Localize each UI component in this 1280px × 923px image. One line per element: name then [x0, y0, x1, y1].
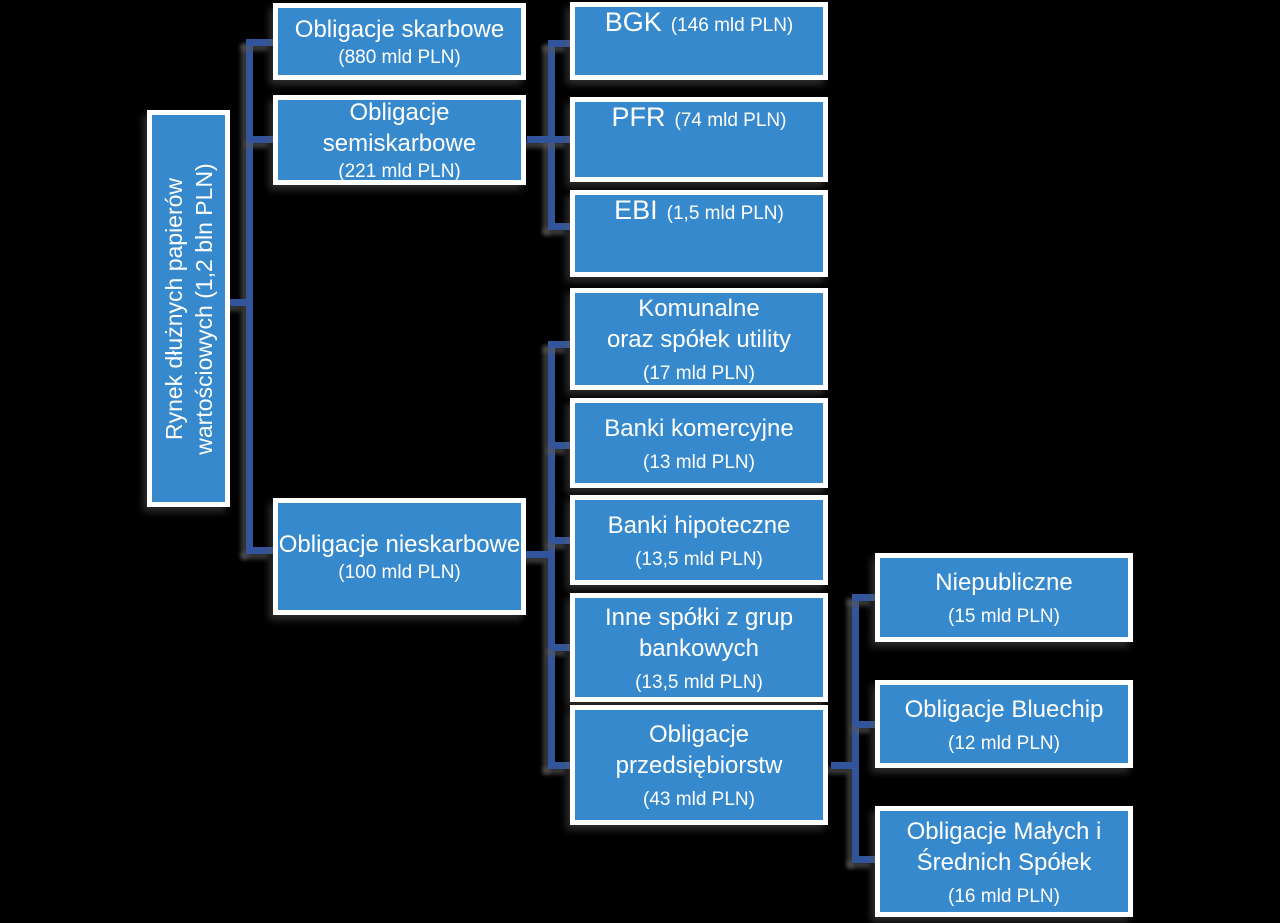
node-title: Inne spółki z grup bankowych [604, 603, 794, 662]
node-obligacje-semiskarbowe: Obligacje semiskarbowe (221 mld PLN) [273, 95, 526, 185]
node-title: Obligacje Bluechip [904, 695, 1104, 723]
node-value: (12 mld PLN) [948, 732, 1060, 754]
connector-trunk4-to-male-srednie [852, 856, 875, 863]
connector-przedsiebiorstwa-to-trunk4 [831, 762, 853, 769]
node-value: (16 mld PLN) [948, 885, 1060, 907]
node-value: (13 mld PLN) [643, 451, 755, 473]
node-title: EBI [614, 195, 658, 225]
node-title: Obligacje Małych i Średnich Spółek [906, 817, 1102, 876]
node-value: (13,5 mld PLN) [635, 671, 763, 693]
connector-trunk3-to-przedsiebiorstwa [548, 762, 570, 769]
connector-trunk4-vertical [852, 594, 859, 863]
connector-trunk3-to-inne-spolki [552, 644, 570, 651]
connector-trunk3-to-banki-hipoteczne [552, 537, 570, 544]
node-title: Obligacje semiskarbowe [322, 99, 477, 157]
node-value: (880 mld PLN) [338, 47, 461, 68]
node-title: PFR [611, 102, 666, 132]
node-banki-hipoteczne: Banki hipoteczne (13,5 mld PLN) [570, 495, 828, 585]
node-value: (15 mld PLN) [948, 606, 1060, 627]
node-obligacje-bluechip: Obligacje Bluechip (12 mld PLN) [875, 680, 1133, 768]
node-title: Obligacje przedsiębiorstw [615, 721, 783, 779]
connector-trunk3-to-banki-komercyjne [552, 442, 570, 449]
connector-trunk2-to-ebi [548, 223, 570, 230]
connector-trunk3-to-komunalne [548, 341, 570, 348]
connector-root-to-trunk1 [228, 299, 246, 306]
node-obligacje-malych-srednich-spolek: Obligacje Małych i Średnich Spółek (16 m… [875, 806, 1133, 917]
node-title: BGK [604, 7, 662, 37]
connector-semiskarbowe-to-pfr [527, 136, 570, 143]
connector-trunk1-to-nieskarbowe [246, 547, 273, 554]
node-niepubliczne: Niepubliczne (15 mld PLN) [875, 553, 1133, 642]
connector-nieskarbowe-to-trunk3 [526, 551, 549, 558]
connector-trunk4-to-bluechip [856, 721, 875, 728]
connector-trunk1-to-skarbowe [246, 39, 273, 46]
connector-trunk3-vertical [548, 341, 555, 769]
node-title: Niepubliczne [935, 569, 1073, 596]
node-title: Banki komercyjne [604, 414, 794, 442]
node-pfr: PFR (74 mld PLN) [570, 97, 828, 182]
connector-trunk4-to-niepubliczne [852, 594, 875, 601]
node-title: Obligacje skarbowe [294, 16, 505, 43]
node-title: Rynek dłużnych papierów wartościowych (1… [160, 162, 217, 455]
node-obligacje-nieskarbowe: Obligacje nieskarbowe (100 mld PLN) [273, 498, 526, 615]
node-value: (100 mld PLN) [338, 562, 461, 583]
node-obligacje-skarbowe: Obligacje skarbowe (880 mld PLN) [273, 3, 526, 80]
node-inne-spolki-z-grup-bankowych: Inne spółki z grup bankowych (13,5 mld P… [570, 593, 828, 702]
node-komunalne-utility: Komunalne oraz spółek utility (17 mld PL… [570, 288, 828, 390]
node-ebi: EBI (1,5 mld PLN) [570, 190, 828, 277]
connector-trunk1-to-semiskarbowe [250, 136, 273, 143]
node-title: Banki hipoteczne [607, 511, 791, 539]
node-title: Komunalne oraz spółek utility [606, 295, 792, 353]
connector-trunk2-to-bgk [548, 40, 570, 47]
node-title: Obligacje nieskarbowe [278, 531, 521, 558]
node-banki-komercyjne: Banki komercyjne (13 mld PLN) [570, 398, 828, 488]
node-obligacje-przedsiebiorstw: Obligacje przedsiębiorstw (43 mld PLN) [570, 705, 828, 825]
node-value: (221 mld PLN) [338, 161, 461, 182]
node-value: (17 mld PLN) [643, 363, 755, 384]
node-value: (146 mld PLN) [670, 15, 794, 36]
node-value: (43 mld PLN) [643, 789, 755, 810]
node-value: (1,5 mld PLN) [666, 203, 784, 224]
node-rynek-dluznych-papierow: Rynek dłużnych papierów wartościowych (1… [147, 110, 230, 507]
connector-trunk1-vertical [246, 39, 253, 554]
node-value: (13,5 mld PLN) [635, 548, 763, 570]
node-value: (74 mld PLN) [674, 110, 787, 131]
connector-trunk2-vertical [548, 40, 555, 230]
node-bgk: BGK (146 mld PLN) [570, 2, 828, 80]
